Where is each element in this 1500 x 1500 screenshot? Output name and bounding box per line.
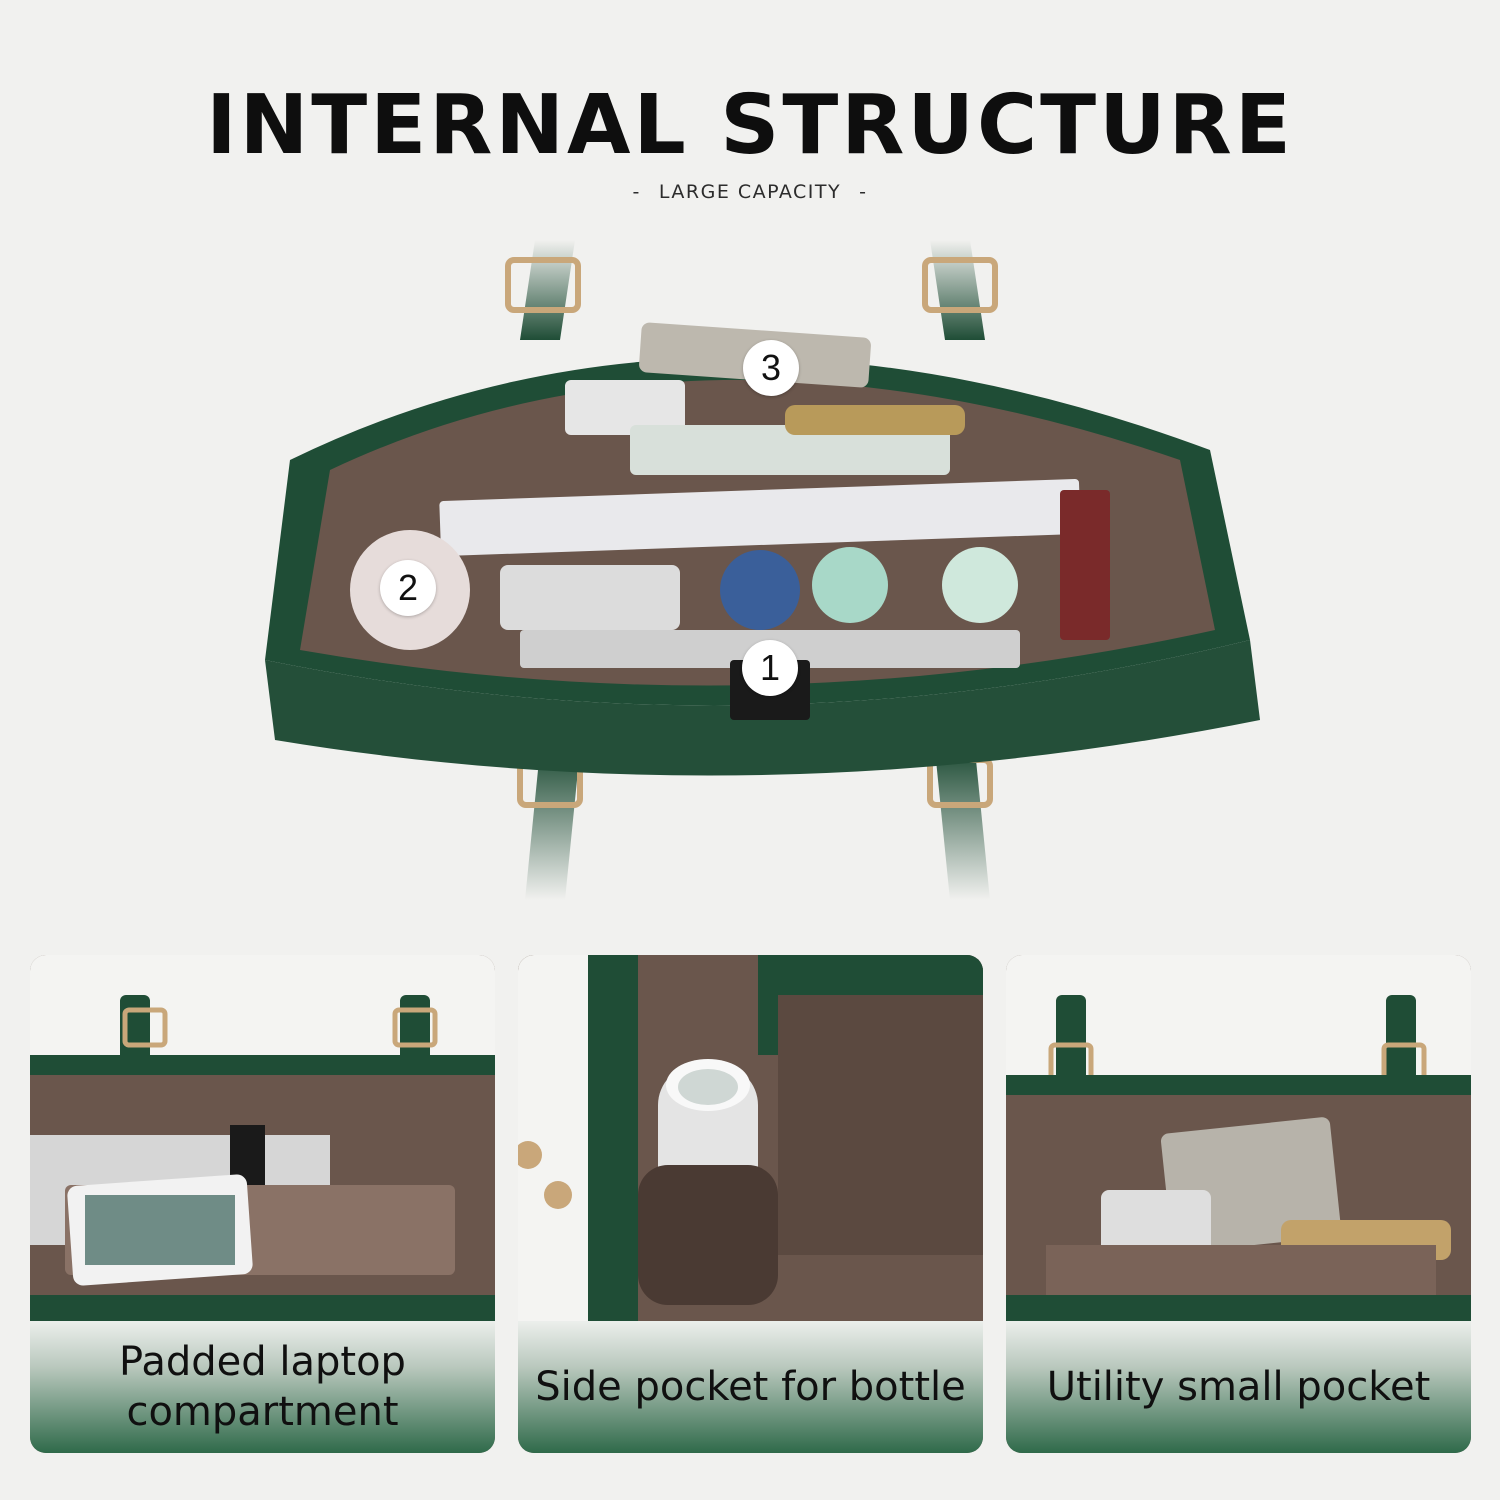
page-subtitle: -LARGE CAPACITY-	[0, 181, 1500, 203]
subtitle-text: LARGE CAPACITY	[658, 181, 842, 203]
subtitle-dash-right: -	[859, 181, 868, 203]
marker-1: 1	[742, 640, 798, 696]
bottle-pocket-photo	[518, 955, 983, 1321]
feature-caption-bottle: Side pocket for bottle	[518, 1321, 983, 1453]
marker-3: 3	[743, 340, 799, 396]
bag-hero-image: 1 2 3	[0, 220, 1500, 920]
feature-caption-utility: Utility small pocket	[1006, 1321, 1471, 1453]
feature-card-bottle: Side pocket for bottle	[518, 955, 983, 1453]
feature-card-laptop: Padded laptop compartment	[30, 955, 495, 1453]
marker-2: 2	[380, 560, 436, 616]
feature-caption-laptop: Padded laptop compartment	[30, 1321, 495, 1453]
subtitle-dash-left: -	[632, 181, 641, 203]
feature-card-utility: Utility small pocket	[1006, 955, 1471, 1453]
page-title: INTERNAL STRUCTURE	[206, 78, 1294, 173]
bag-interior-illustration	[265, 240, 1260, 900]
laptop-compartment-photo	[30, 955, 495, 1321]
utility-pocket-photo	[1006, 955, 1471, 1321]
